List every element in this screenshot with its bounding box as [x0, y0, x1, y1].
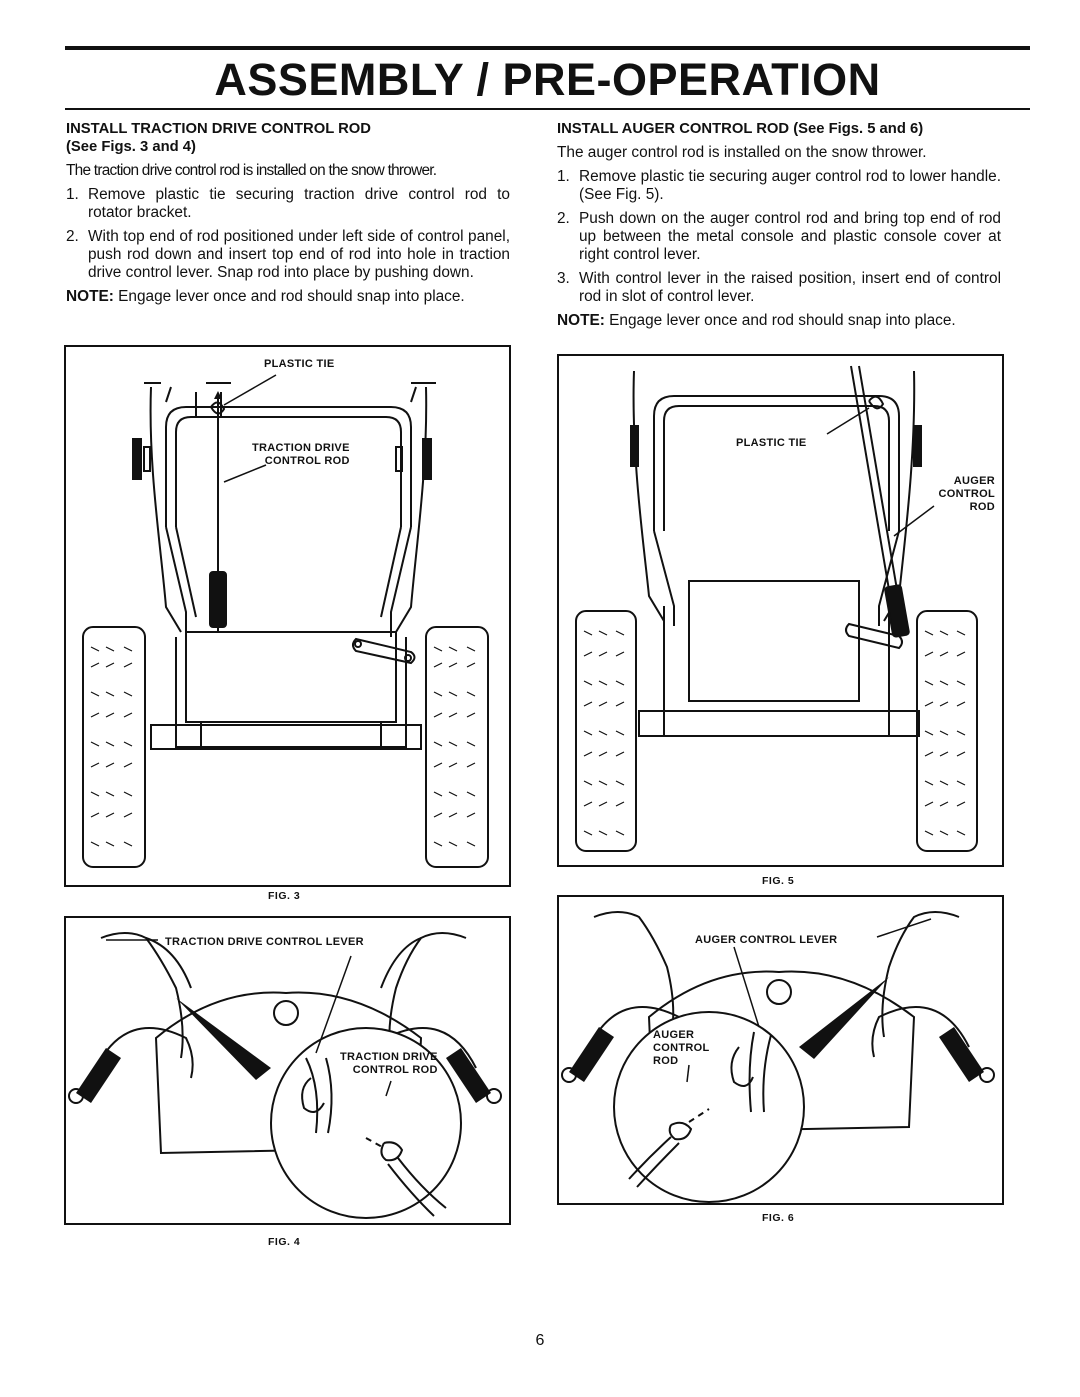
page-title: ASSEMBLY / PRE-OPERATION	[214, 54, 881, 105]
figure-4-illustration	[68, 932, 502, 1219]
figure-5-rod-label: AUGER CONTROL ROD	[921, 475, 995, 514]
traction-rod-heading-line2: (See Figs. 3 and 4)	[66, 139, 196, 155]
step-number: 3.	[557, 270, 570, 287]
auger-rod-section: INSTALL AUGER CONTROL ROD (See Figs. 5 a…	[557, 120, 1001, 330]
tread-pattern	[583, 630, 966, 836]
auger-rod-steps: 1. Remove plastic tie securing auger cont…	[557, 168, 1001, 306]
rod-label-line: AUGER	[653, 1029, 695, 1041]
list-item: 2. Push down on the auger control rod and…	[557, 210, 1001, 264]
traction-rod-heading: INSTALL TRACTION DRIVE CONTROL ROD (See …	[66, 120, 510, 156]
figure-5-illustration	[575, 365, 978, 852]
rod-label-line: AUGER	[953, 475, 995, 487]
rod-label-line: TRACTION DRIVE	[340, 1051, 438, 1063]
figure-3-caption: FIG. 3	[268, 890, 301, 902]
traction-rod-note: NOTE: Engage lever once and rod should s…	[66, 288, 510, 306]
page-number: 6	[535, 1332, 545, 1349]
step-text: Remove plastic tie securing traction dri…	[88, 186, 510, 221]
header-rule-bottom	[65, 108, 1030, 110]
step-text: Remove plastic tie securing auger contro…	[579, 168, 1001, 203]
rod-label-line: CONTROL	[938, 488, 995, 500]
figure-3-illustration	[82, 374, 489, 868]
list-item: 3. With control lever in the raised posit…	[557, 270, 1001, 306]
traction-rod-intro: The traction drive control rod is instal…	[66, 162, 437, 179]
auger-rod-intro: The auger control rod is installed on th…	[557, 144, 927, 161]
figure-5-plastic-tie-label: PLASTIC TIE	[736, 437, 807, 449]
rod-label-line: TRACTION DRIVE	[252, 442, 350, 454]
rod-label-line: CONTROL	[653, 1042, 710, 1054]
step-text: Push down on the auger control rod and b…	[579, 210, 1001, 263]
traction-rod-section: INSTALL TRACTION DRIVE CONTROL ROD (See …	[66, 120, 510, 306]
step-text: With control lever in the raised positio…	[579, 270, 1001, 305]
auger-rod-heading: INSTALL AUGER CONTROL ROD (See Figs. 5 a…	[557, 121, 924, 137]
figure-3-rod-label: TRACTION DRIVE CONTROL ROD	[252, 442, 350, 468]
traction-rod-heading-line1: INSTALL TRACTION DRIVE CONTROL ROD	[66, 121, 371, 137]
tread-pattern	[90, 646, 476, 847]
auger-rod-note: NOTE: Engage lever once and rod should s…	[557, 312, 1001, 330]
figure-6-rod-label: AUGER CONTROL ROD	[653, 1029, 709, 1068]
figure-5-frame: PLASTIC TIE AUGER CONTROL ROD	[557, 354, 1004, 867]
note-label: NOTE:	[66, 288, 114, 305]
figure-6-illustration	[561, 911, 995, 1203]
figure-3-frame: PLASTIC TIE TRACTION DRIVE CONTROL ROD	[64, 345, 511, 887]
figure-6-caption: FIG. 6	[762, 1212, 795, 1224]
note-text: Engage lever once and rod should snap in…	[604, 312, 956, 329]
rod-label-line: CONTROL ROD	[264, 455, 350, 467]
figure-5-caption: FIG. 5	[762, 875, 795, 887]
step-text: With top end of rod positioned under lef…	[88, 228, 510, 281]
note-label: NOTE:	[557, 312, 605, 329]
figure-3-plastic-tie-label: PLASTIC TIE	[264, 358, 335, 370]
figure-4-frame: TRACTION DRIVE CONTROL LEVER TRACTION DR…	[64, 916, 511, 1225]
step-number: 1.	[557, 168, 570, 185]
rod-label-line: CONTROL ROD	[352, 1064, 438, 1076]
figure-6-frame: AUGER CONTROL LEVER AUGER CONTROL ROD	[557, 895, 1004, 1205]
rod-label-line: ROD	[969, 501, 995, 513]
figure-4-rod-label: TRACTION DRIVE CONTROL ROD	[340, 1051, 438, 1077]
list-item: 2. With top end of rod positioned under l…	[66, 228, 510, 282]
step-number: 2.	[557, 210, 570, 227]
step-number: 2.	[66, 228, 79, 245]
rod-label-line: ROD	[653, 1055, 679, 1067]
list-item: 1. Remove plastic tie securing auger cont…	[557, 168, 1001, 204]
traction-rod-steps: 1. Remove plastic tie securing traction d…	[66, 186, 510, 282]
figure-6-lever-label: AUGER CONTROL LEVER	[695, 934, 838, 946]
step-number: 1.	[66, 186, 79, 203]
figure-4-caption: FIG. 4	[268, 1236, 301, 1248]
list-item: 1. Remove plastic tie securing traction d…	[66, 186, 510, 222]
header-rule-top	[65, 46, 1030, 50]
figure-4-lever-label: TRACTION DRIVE CONTROL LEVER	[165, 936, 364, 948]
note-text: Engage lever once and rod should snap in…	[113, 288, 465, 305]
